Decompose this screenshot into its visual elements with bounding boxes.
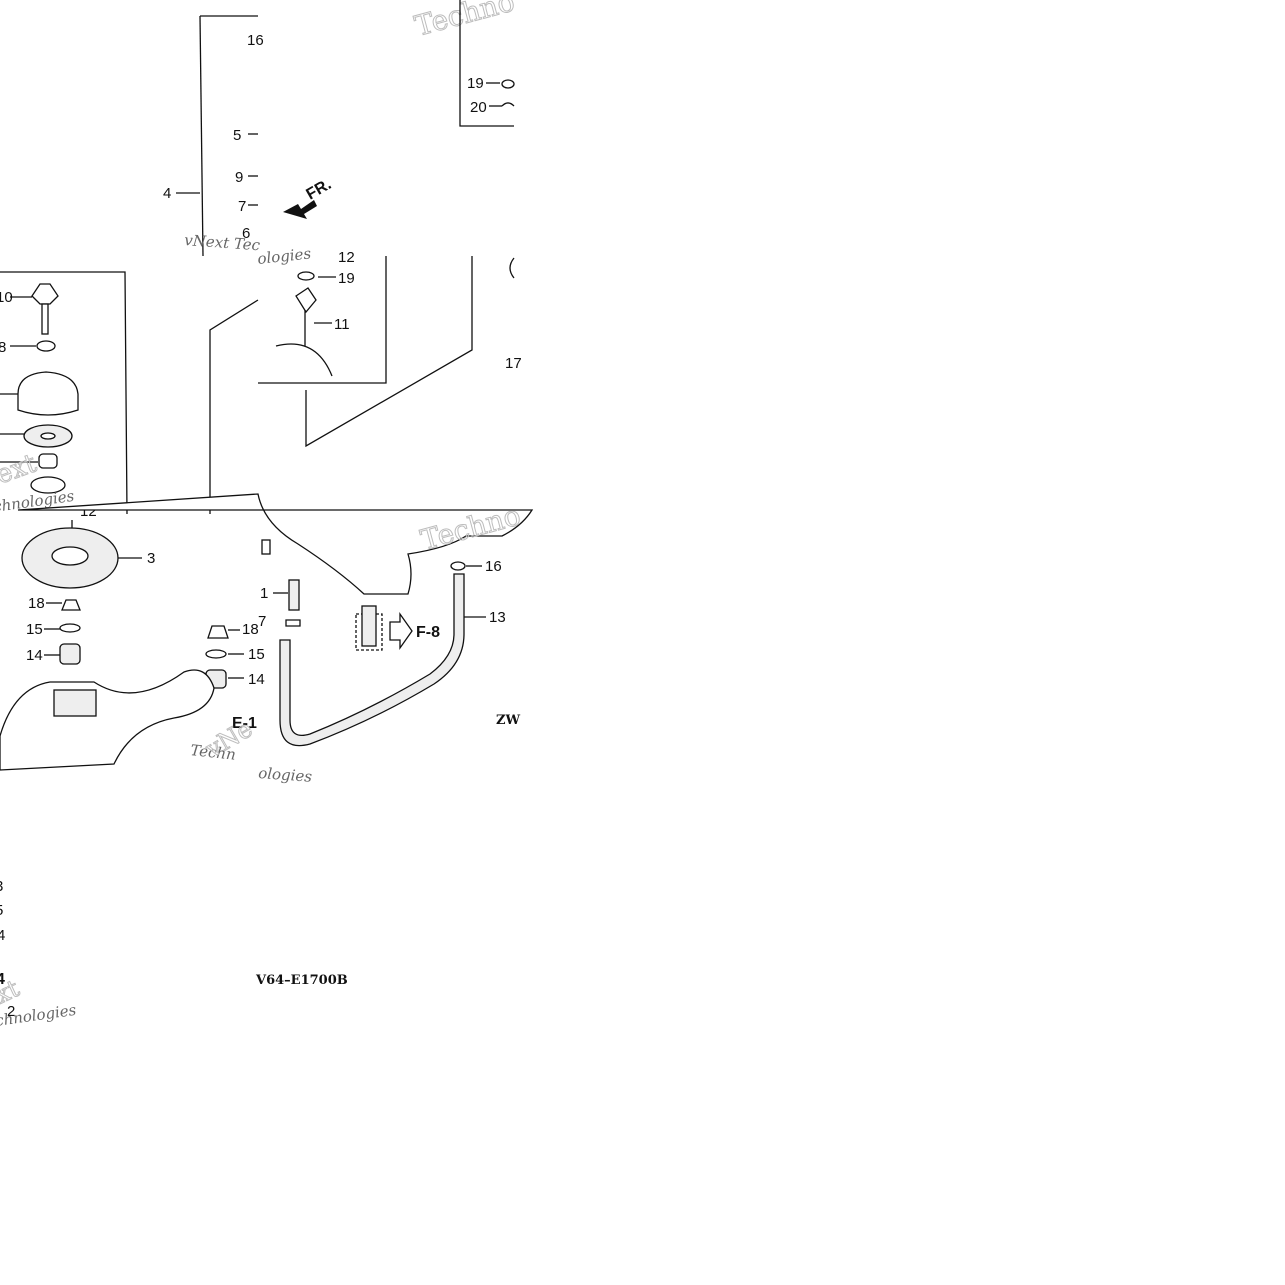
callout: 11 — [334, 316, 350, 333]
callout: 19 — [338, 270, 355, 287]
callout: 5 — [233, 127, 241, 144]
callout: 9 — [235, 169, 243, 186]
watermark: vNext Tec — [184, 231, 262, 254]
front-arrow-icon: FR. — [283, 176, 334, 219]
callout: 18 — [28, 595, 45, 612]
callout: 6 — [242, 225, 250, 242]
callout: 15 — [26, 621, 43, 638]
callout: 7 — [258, 613, 266, 630]
callout: 8 — [0, 339, 6, 356]
tile-upper-frame: 16 5 9 7 6 4 FR. vNext Tec Techno 19 20 — [163, 0, 519, 257]
watermark: ologies — [258, 764, 313, 786]
watermark: chnologies — [0, 487, 76, 516]
callout: 2 — [7, 1003, 15, 1020]
callout: 10 — [0, 289, 13, 306]
callout: 16 — [485, 558, 502, 575]
callout: 14 — [26, 647, 43, 664]
ref-e1: E-1 — [232, 715, 257, 732]
callout: 15 — [248, 646, 265, 663]
callout: 4 — [0, 971, 5, 988]
callout: 13 — [489, 609, 506, 626]
callout: 4 — [163, 185, 171, 202]
callout: 3 — [0, 878, 3, 895]
svg-text:FR.: FR. — [304, 176, 335, 204]
tile-cap-assembly: 10 8 chnologies ext 12 3 18 15 14 — [0, 271, 265, 771]
callout: 3 — [147, 550, 155, 567]
callout: 16 — [247, 32, 264, 49]
watermark: Techno — [411, 0, 518, 43]
drawing-code: V64–E1700B — [255, 973, 348, 988]
callout: 17 — [505, 355, 522, 372]
callout: 20 — [470, 99, 487, 116]
callout: 7 — [238, 198, 246, 215]
watermark: Techn — [190, 741, 237, 764]
callout: 5 — [0, 902, 3, 919]
callout: 1 — [260, 585, 268, 602]
callout: 18 — [242, 621, 259, 638]
watermark: xt — [0, 974, 24, 1009]
ref-f8: F-8 — [416, 624, 440, 641]
callout: 4 — [0, 927, 5, 944]
tile-gauge-assembly: ologies 12 19 11 17 — [257, 244, 522, 448]
watermark: Techno — [417, 499, 524, 557]
corner-code: ZW — [496, 713, 520, 728]
callout: 19 — [467, 75, 484, 92]
callout: 14 — [248, 671, 265, 688]
callout: 12 — [338, 249, 355, 266]
watermark: ologies — [257, 244, 313, 268]
tile-lower-labels: 3 5 4 4 2 xt chnologies V64–E1700B — [0, 878, 348, 1030]
